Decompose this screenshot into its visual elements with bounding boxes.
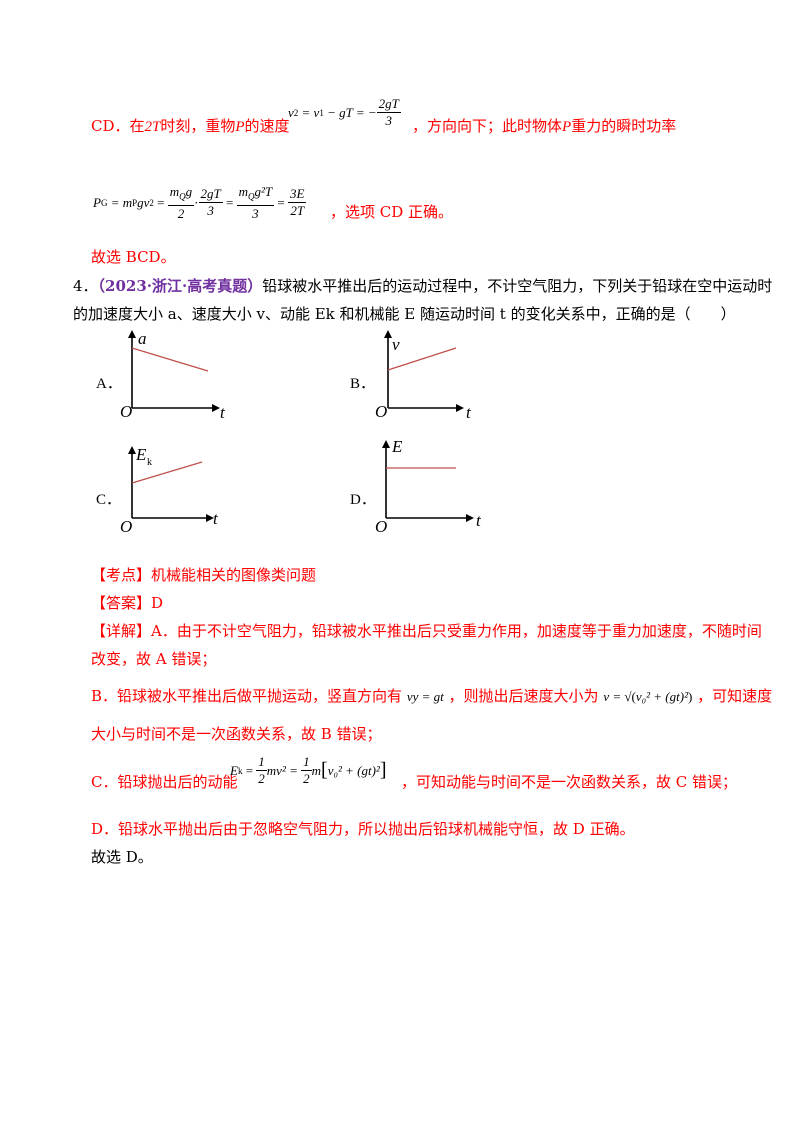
graph-line — [131, 461, 203, 484]
analysis-d: D．铅球水平抛出后由于忽略空气阻力，所以抛出后铅球机械能守恒，故 D 正确。 — [91, 820, 635, 838]
analysis-c-post: ，可知动能与时间不是一次函数关系，故 C 错误； — [401, 773, 738, 791]
option-c-label[interactable]: C． — [96, 492, 122, 508]
x-arrow — [212, 404, 220, 412]
xiangjie-line2: 改变，故 A 错误； — [91, 650, 217, 668]
kaodian: 【考点】机械能相关的图像类问题 — [91, 566, 317, 584]
pg-tail-text: ，选项 CD 正确。 — [330, 203, 454, 221]
analysis-b-line1: B．铅球被水平推出后做平抛运动，竖直方向有 vy = gt ，则抛出后速度大小为… — [91, 687, 773, 705]
option-b-origin: O — [375, 402, 388, 421]
cd-text-suffix: ，方向向下；此时物体P重力的瞬时功率 — [412, 117, 677, 135]
y-arrow — [128, 330, 136, 338]
option-a-label[interactable]: A． — [96, 376, 122, 392]
y-axis-label: E — [135, 445, 147, 464]
x-axis-label: t — [466, 403, 472, 420]
x-axis-label: t — [213, 509, 219, 528]
analysis-c-line: C．铅球抛出后的动能 — [91, 773, 238, 791]
y-arrow — [382, 440, 390, 448]
final-answer: 故选 D。 — [91, 848, 153, 866]
option-a-graph[interactable]: a t — [116, 330, 236, 420]
analysis-b-line2: 大小与时间不是一次函数关系，故 B 错误； — [91, 725, 382, 743]
x-arrow — [206, 514, 214, 522]
graph-line — [131, 347, 209, 372]
x-axis-label: t — [220, 403, 226, 420]
y-arrow — [384, 330, 392, 338]
daan: 【答案】D — [91, 594, 164, 612]
x-arrow — [456, 404, 464, 412]
graph-line — [387, 347, 457, 371]
option-d-origin: O — [375, 517, 388, 536]
option-b-graph[interactable]: v t — [374, 330, 494, 420]
x-axis-label: t — [476, 511, 482, 528]
y-axis-label: E — [391, 437, 403, 456]
option-d-label[interactable]: D． — [350, 492, 376, 508]
y-axis-label-sub: k — [147, 457, 152, 468]
q4-line2: 的加速度大小 a、速度大小 v、动能 Ek 和机械能 E 随运动时间 t 的变化… — [73, 305, 736, 323]
y-arrow — [128, 446, 136, 454]
y-axis-label: v — [392, 335, 400, 354]
option-b-label[interactable]: B． — [350, 376, 376, 392]
cd-text-line: CD．在2T时刻，重物P的速度 — [91, 117, 290, 135]
choose-bcd: 故选 BCD。 — [91, 248, 176, 266]
option-a-origin: O — [120, 402, 133, 421]
option-d-graph[interactable]: E t — [370, 436, 494, 528]
x-arrow — [466, 514, 474, 522]
q4-line1: 4．（2023·浙江·高考真题）铅球被水平推出后的运动过程中，不计空气阻力，下列… — [73, 277, 773, 295]
y-axis-label: a — [138, 330, 147, 348]
option-c-origin: O — [120, 517, 133, 536]
xiangjie-line1: 【详解】A．由于不计空气阻力，铅球被水平推出后只受重力作用，加速度等于重力加速度… — [91, 622, 762, 640]
option-c-graph[interactable]: E k t — [116, 440, 236, 530]
